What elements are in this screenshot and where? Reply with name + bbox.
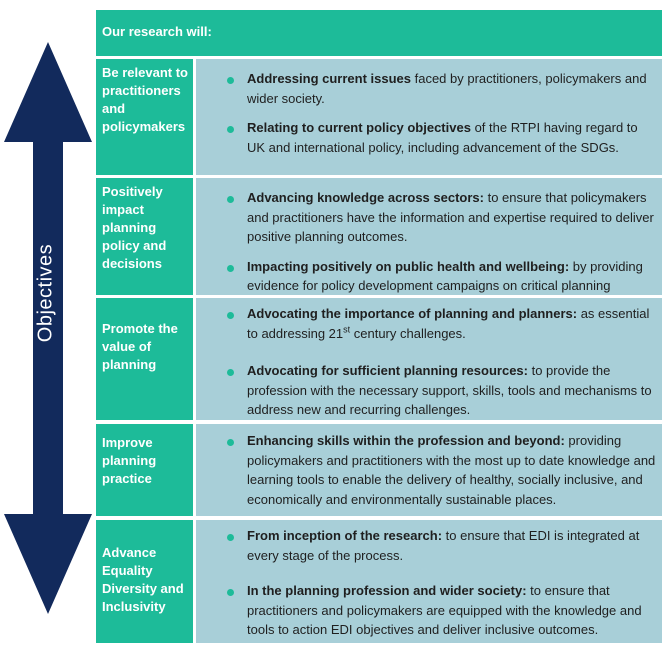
bullet-item: Addressing current issues faced by pract… (196, 69, 662, 108)
research-header: Our research will: (96, 10, 662, 56)
objective-label: Be relevant to practitioners and policym… (96, 59, 193, 175)
bullet-item: From inception of the research: to ensur… (196, 526, 662, 565)
item-lead: From inception of the research: (247, 528, 443, 543)
bullet-icon (227, 369, 234, 376)
objective-details: Addressing current issues faced by pract… (196, 59, 662, 175)
bullet-item: Enhancing skills within the profession a… (196, 431, 662, 509)
bullet-icon (227, 264, 234, 272)
objective-row-edi: Advance Equality Diversity and Inclusivi… (96, 520, 662, 643)
bullet-icon (227, 534, 234, 541)
objective-details: Enhancing skills within the profession a… (196, 424, 662, 516)
bullet-item: Advocating for sufficient planning resou… (196, 361, 662, 420)
bullet-item: In the planning profession and wider soc… (196, 581, 662, 640)
item-text: to ensure that practitioners and policym… (247, 583, 642, 637)
bullet-icon (227, 589, 234, 596)
item-text: of the RTPI having regard to UK and inte… (247, 120, 638, 155)
item-text: as essential to addressing 21 (247, 306, 650, 341)
item-lead: Advocating the importance of planning an… (247, 306, 578, 321)
item-text: providing policymakers and practitioners… (247, 433, 656, 507)
item-text: faced by practitioners, policymakers and… (247, 71, 647, 106)
bullet-icon (227, 312, 234, 319)
item-lead: Addressing current issues (247, 71, 411, 86)
arrow-shape (4, 42, 92, 614)
objective-label: Positively impact planning policy and de… (96, 178, 193, 295)
objective-row-impact: Positively impact planning policy and de… (96, 178, 662, 313)
item-text: to ensure that policymakers and practiti… (247, 190, 654, 244)
bullet-item: Relating to current policy objectives of… (196, 118, 662, 157)
objective-details: From inception of the research: to ensur… (196, 520, 662, 643)
item-lead: Advocating for sufficient planning resou… (247, 363, 528, 378)
item-superscript: st (343, 324, 351, 335)
objective-label: Promote the value of planning (96, 298, 193, 420)
item-lead: Relating to current policy objectives (247, 120, 471, 135)
objective-label: Advance Equality Diversity and Inclusivi… (96, 520, 193, 643)
objective-row-practice: Improve planning practice Enhancing skil… (96, 424, 662, 516)
item-text: to ensure that EDI is integrated at ever… (247, 528, 640, 563)
objectives-double-arrow (4, 42, 92, 614)
bullet-icon (227, 196, 234, 203)
bullet-item: Advancing knowledge across sectors: to e… (196, 188, 662, 247)
objective-label: Improve planning practice (96, 424, 193, 516)
bullet-item: Advocating the importance of planning an… (196, 304, 662, 343)
item-lead: In the planning profession and wider soc… (247, 583, 527, 598)
item-text: to provide the profession with the neces… (247, 363, 652, 417)
bullet-icon (227, 439, 234, 446)
item-lead: Advancing knowledge across sectors: (247, 190, 484, 205)
item-lead: Impacting positively on public health an… (247, 258, 570, 274)
item-text: century challenges. (350, 325, 466, 341)
objective-details: Advancing knowledge across sectors: to e… (196, 178, 662, 313)
objective-row-value: Promote the value of planning Advocating… (96, 298, 662, 420)
bullet-icon (227, 77, 234, 84)
objectives-label: Objectives (34, 243, 57, 343)
item-lead: Enhancing skills within the profession a… (247, 433, 565, 448)
objective-row-relevance: Be relevant to practitioners and policym… (96, 59, 662, 175)
bullet-icon (227, 126, 234, 133)
objective-details: Advocating the importance of planning an… (196, 298, 662, 420)
